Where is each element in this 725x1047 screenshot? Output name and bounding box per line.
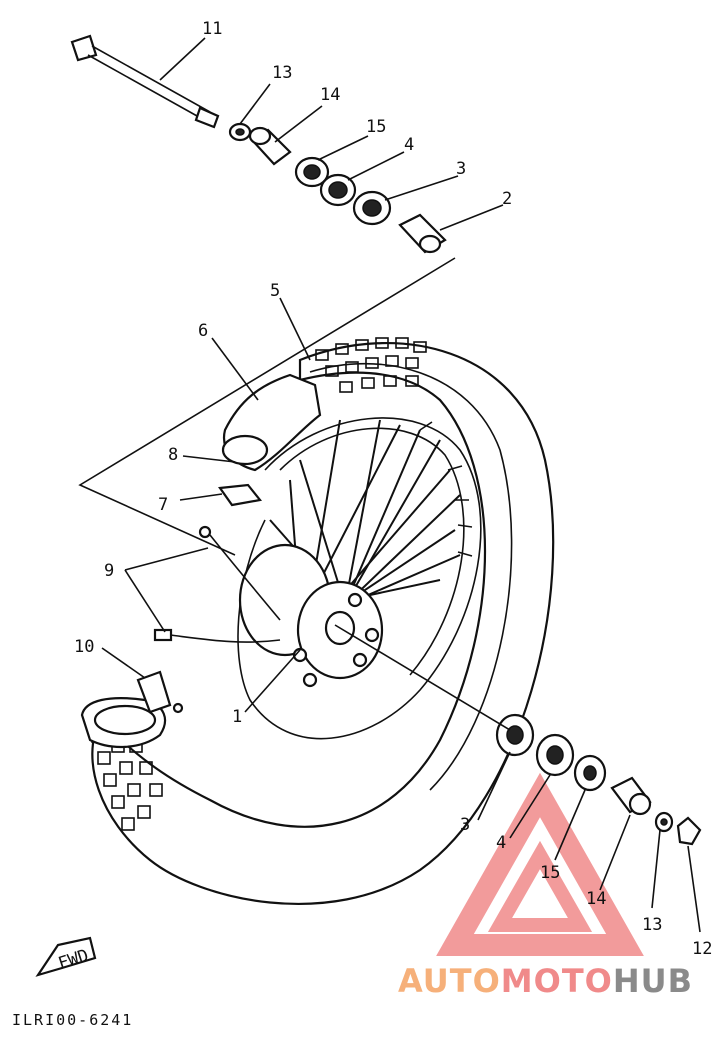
- watermark-part-moto: MOTO: [500, 962, 613, 1000]
- callout-13-bottom: 13: [642, 915, 662, 935]
- callout-6: 6: [198, 321, 208, 341]
- top-exploded-parts: [228, 122, 447, 254]
- rim: [237, 417, 482, 740]
- axle-shaft: [70, 34, 220, 129]
- callout-4-bottom: 4: [496, 833, 506, 853]
- callout-8: 8: [168, 445, 178, 465]
- callout-3-top: 3: [456, 159, 466, 179]
- watermark-brand: AUTOMOTOHUB: [398, 962, 693, 1000]
- tread-top: [315, 337, 427, 393]
- callout-10: 10: [74, 637, 94, 657]
- inner-tube-top: [221, 373, 322, 472]
- leader-lines: [101, 37, 701, 933]
- callout-5: 5: [270, 281, 280, 301]
- center-lines: [78, 257, 511, 731]
- callout-1: 1: [232, 707, 242, 727]
- callout-3-bottom: 3: [460, 815, 470, 835]
- callout-13-top: 13: [272, 63, 292, 83]
- watermark-part-auto: AUTO: [398, 962, 501, 1000]
- watermark-part-hub: HUB: [612, 962, 694, 1000]
- fwd-arrow: FWD: [35, 936, 97, 977]
- rim-band: [218, 483, 263, 507]
- callout-7: 7: [158, 495, 168, 515]
- callout-15-top: 15: [366, 117, 386, 137]
- callout-4-top: 4: [404, 135, 414, 155]
- watermark-logo: [436, 772, 644, 956]
- diagram-code: ILRI00-6241: [12, 1011, 134, 1029]
- callout-12: 12: [692, 939, 712, 959]
- callout-14-top: 14: [320, 85, 340, 105]
- callout-14-bottom: 14: [586, 889, 606, 909]
- callout-11: 11: [202, 19, 222, 39]
- callout-15-bottom: 15: [540, 863, 560, 883]
- callouts: 11 13 14 15 4 3 2 5 6 8 7 9 10 1 3 4 15 …: [74, 19, 712, 959]
- bottom-exploded-parts: [495, 713, 702, 846]
- hub: [238, 543, 384, 688]
- inner-tube-bottom: [80, 670, 184, 749]
- callout-9: 9: [104, 561, 114, 581]
- callout-2: 2: [502, 189, 512, 209]
